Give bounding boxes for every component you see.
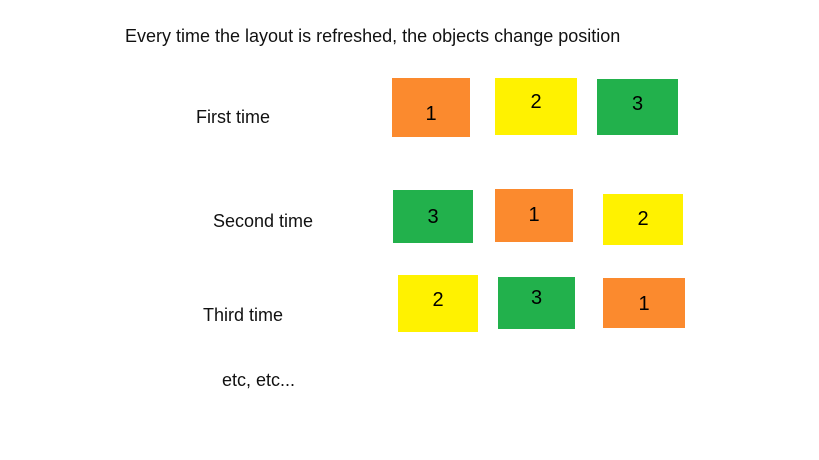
- box-orange-1: 1: [603, 278, 685, 328]
- etc-note: etc, etc...: [222, 370, 296, 390]
- box-number: 2: [530, 91, 542, 113]
- box-number: 3: [631, 92, 644, 115]
- box-number: 1: [425, 103, 437, 125]
- row-label-first-time: First time: [196, 107, 270, 127]
- box-green-3: 3: [393, 190, 473, 243]
- box-number: 1: [638, 292, 650, 315]
- row-label-second-time: Second time: [213, 211, 314, 231]
- page-title: Every time the layout is refreshed, the …: [125, 26, 621, 46]
- box-number: 3: [530, 286, 543, 309]
- box-green-3: 3: [498, 277, 575, 329]
- box-orange-1: 1: [495, 189, 573, 242]
- box-number: 3: [427, 206, 439, 228]
- box-green-3: 3: [597, 79, 678, 135]
- box-yellow-2: 2: [495, 78, 577, 135]
- row-label-third-time: Third time: [203, 305, 284, 325]
- box-yellow-2: 2: [603, 194, 683, 245]
- box-orange-1: 1: [392, 78, 470, 137]
- box-number: 2: [432, 289, 444, 311]
- box-number: 2: [637, 208, 649, 230]
- box-yellow-2: 2: [398, 275, 478, 332]
- box-number: 1: [528, 204, 540, 226]
